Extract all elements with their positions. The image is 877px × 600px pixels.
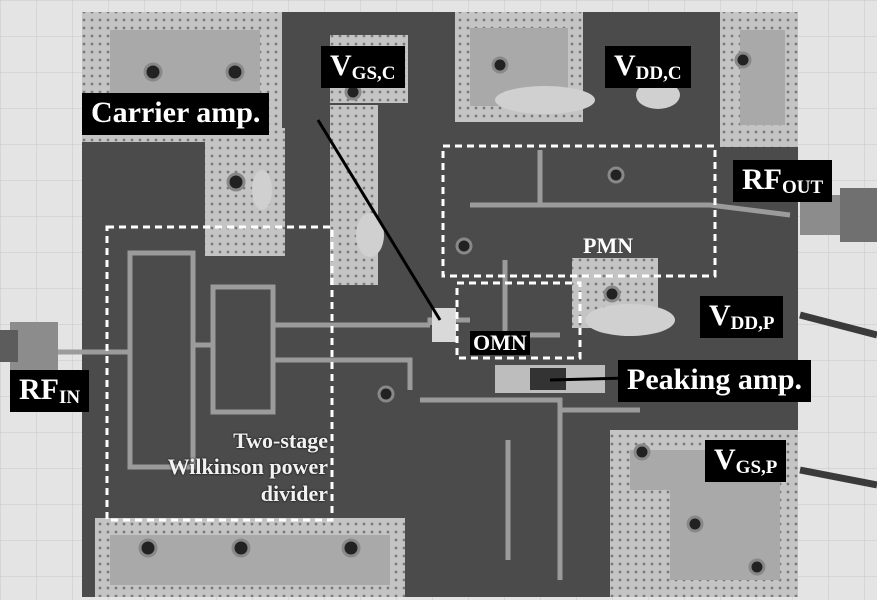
wilkinson-dashed-box (105, 225, 334, 522)
carrier-amp-label: Carrier amp. (82, 93, 270, 135)
rf-in-label: RFIN (10, 370, 90, 412)
rf-out-connector (800, 188, 877, 242)
pmn-dashed-box (441, 144, 717, 278)
peaking-pointer-line (549, 376, 629, 382)
rf-in-connector (0, 322, 58, 370)
dc-wires (799, 311, 877, 489)
vdd-p-label: VDD,P (700, 296, 784, 338)
vdd-c-label: VDD,C (605, 46, 691, 88)
microstrip-traces (20, 150, 791, 580)
pmn-label: PMN (583, 233, 634, 258)
wilkinson-label-line2: Wilkinson power (167, 454, 328, 480)
wilkinson-label-line3: divider (260, 480, 328, 506)
carrier-pointer-line (316, 119, 442, 321)
solder-joints (252, 81, 680, 336)
wilkinson-label: Two-stage Wilkinson power divider (110, 428, 328, 507)
peaking-transistor-die (530, 368, 566, 390)
rf-out-label: RFOUT (733, 160, 833, 202)
omn-label: OMN (470, 331, 530, 355)
peaking-amp-label: Peaking amp. (618, 360, 812, 402)
omn-dashed-box (455, 281, 582, 360)
wilkinson-label-line1: Two-stage (233, 428, 328, 453)
vgs-c-label: VGS,C (321, 46, 405, 88)
vgs-p-label: VGS,P (705, 440, 787, 482)
